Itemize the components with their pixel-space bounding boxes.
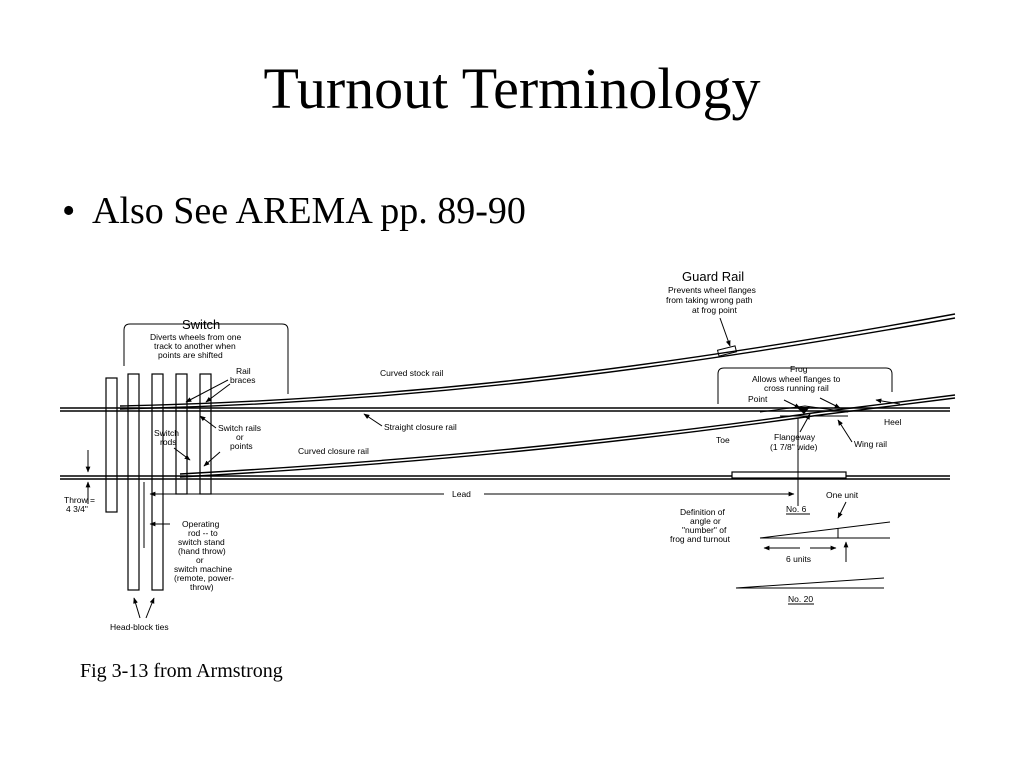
- frog-desc-1: Allows wheel flanges to: [752, 374, 841, 384]
- wing-rail-label: Wing rail: [854, 439, 887, 449]
- no6-angle: [759, 521, 891, 539]
- curved-stock-rail: [119, 317, 956, 410]
- curved-closure-rail: [179, 394, 956, 475]
- no20-angle: [735, 577, 885, 589]
- head-block-arrow: [133, 597, 141, 619]
- definition-label: "number" of: [682, 525, 727, 535]
- curved-closure-rail-label: Curved closure rail: [298, 446, 369, 456]
- switch-desc-2: track to another when: [154, 341, 236, 351]
- toe-label: Toe: [716, 435, 730, 445]
- frog: [759, 405, 849, 417]
- flangeway-label: Flangeway: [774, 432, 816, 442]
- point-label: Point: [748, 394, 768, 404]
- operating-rod-label: Operating: [182, 519, 220, 529]
- switch-desc-3: points are shifted: [158, 350, 223, 360]
- guard-rail-desc-3: at frog point: [692, 305, 738, 315]
- operating-rod-label: (remote, power-: [174, 573, 234, 583]
- definition-label: frog and turnout: [670, 534, 731, 544]
- flangeway-arrow: [799, 413, 811, 433]
- head-block-tie: [151, 373, 164, 591]
- switch-rods-label: Switch: [154, 428, 179, 438]
- head-block-tie: [127, 373, 140, 591]
- figure-caption: Fig 3-13 from Armstrong: [80, 660, 283, 682]
- lead-label-bg: [444, 486, 484, 500]
- no6-label: No. 6: [786, 504, 807, 514]
- operating-rod-label: switch stand: [178, 537, 225, 547]
- tie: [105, 377, 118, 513]
- frog-title: Frog: [790, 364, 808, 374]
- heel-arrow: [875, 398, 901, 405]
- head-block-ties-label: Head-block ties: [110, 622, 169, 632]
- flangeway-label: (1 7/8" wide): [770, 442, 818, 452]
- wing-rail-arrow: [837, 419, 853, 443]
- operating-rod-label: throw): [190, 582, 214, 592]
- head-block-arrow: [145, 597, 155, 619]
- six-units-label: 6 units: [786, 554, 811, 564]
- straight-closure-rail-arrow: [363, 413, 383, 427]
- bullet-marker: •: [62, 190, 76, 232]
- guard-rail-desc-1: Prevents wheel flanges: [668, 285, 756, 295]
- no20-label: No. 20: [788, 594, 813, 604]
- bullet-text: Also See AREMA pp. 89-90: [92, 190, 526, 232]
- guard-rail: [716, 345, 738, 357]
- definition-label: Definition of: [680, 507, 726, 517]
- straight-closure-rail-label: Straight closure rail: [384, 422, 457, 432]
- guard-rail-arrow: [719, 317, 731, 347]
- rail-braces-arrow: [205, 383, 231, 403]
- curved-stock-rail: [119, 313, 956, 407]
- switch-rails-label: points: [230, 441, 253, 451]
- lead-label: Lead: [452, 489, 471, 499]
- frog-bracket: [717, 367, 893, 404]
- switch-rods-arrow: [173, 447, 191, 461]
- switch-rods-label: rods: [160, 437, 177, 447]
- switch-bracket: [123, 323, 289, 394]
- one-unit-label: One unit: [826, 490, 859, 500]
- guard-rail: [731, 471, 847, 479]
- frog-heel-arrow: [819, 397, 841, 409]
- curved-closure-rail: [179, 397, 956, 478]
- switch-rails-label: Switch rails: [218, 423, 261, 433]
- rail-braces-arrow: [185, 379, 229, 403]
- heel-label: Heel: [884, 417, 902, 427]
- slide-title: Turnout Terminology: [263, 56, 761, 121]
- switch-desc-1: Diverts wheels from one: [150, 332, 241, 342]
- rail-braces-label: braces: [230, 375, 256, 385]
- operating-rod-label: switch machine: [174, 564, 232, 574]
- frog-point: [796, 407, 810, 414]
- throw-label: 4 3/4": [66, 504, 88, 514]
- definition-label: angle or: [690, 516, 721, 526]
- switch-rails-label: or: [236, 432, 244, 442]
- frog-desc-2: cross running rail: [764, 383, 829, 393]
- point-arrow: [783, 399, 801, 409]
- switch-rails-arrow: [199, 415, 217, 429]
- operating-rod-label: rod -- to: [188, 528, 218, 538]
- one-unit-arrow: [837, 501, 847, 519]
- operating-rod-label: (hand throw): [178, 546, 226, 556]
- bullet-item: • Also See AREMA pp. 89-90: [62, 192, 526, 230]
- guard-rail-desc-2: from taking wrong path: [666, 295, 753, 305]
- rail-braces-label: Rail: [236, 366, 251, 376]
- guard-rail-title: Guard Rail: [682, 269, 744, 284]
- switch-rails-arrow: [203, 451, 221, 467]
- throw-label: Throw =: [64, 495, 95, 505]
- operating-rod-label: or: [196, 555, 204, 565]
- curved-stock-rail-label: Curved stock rail: [380, 368, 443, 378]
- switch-title: Switch: [182, 317, 220, 332]
- straight-stock-rail: [60, 407, 950, 412]
